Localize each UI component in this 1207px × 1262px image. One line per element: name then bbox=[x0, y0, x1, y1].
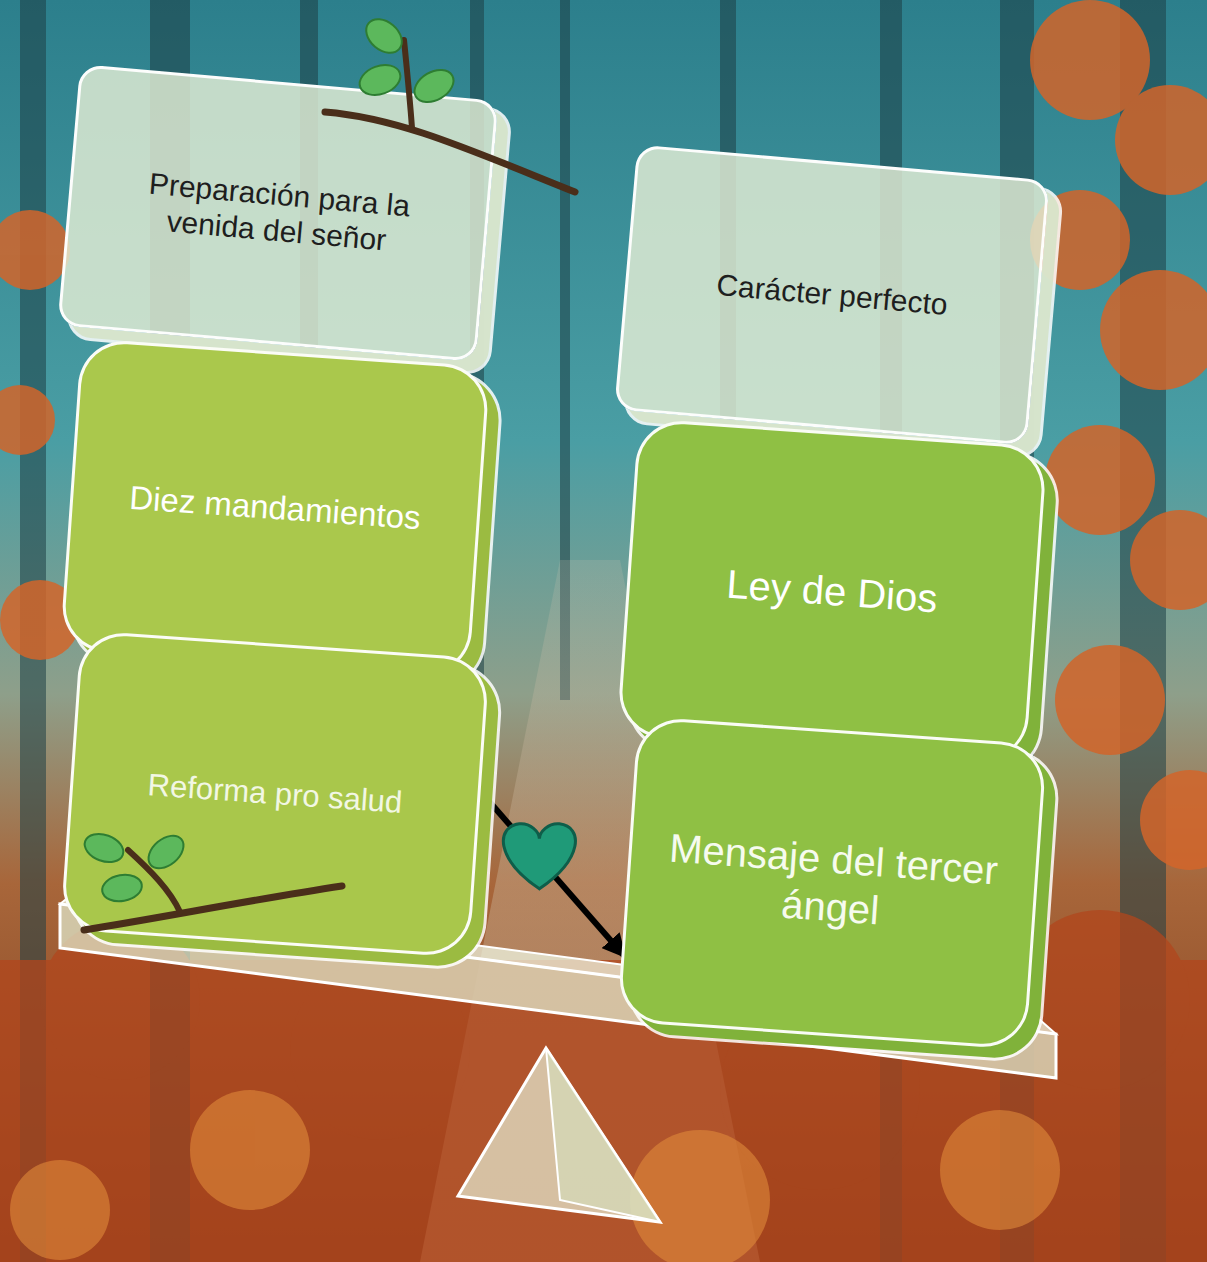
node-label: Carácter perfecto bbox=[715, 267, 949, 323]
twig-bottom bbox=[81, 829, 342, 930]
heading-box: Preparación para la venida del señor bbox=[57, 64, 498, 362]
node-label: Mensaje del tercer ángel bbox=[657, 823, 1007, 943]
green-box: Mensaje del tercer ángel bbox=[617, 716, 1047, 1050]
twig-top bbox=[325, 12, 575, 192]
green-box: Diez mandamientos bbox=[60, 338, 491, 678]
node-label: Ley de Dios bbox=[725, 560, 939, 623]
green-box: Reforma pro salud bbox=[60, 630, 490, 958]
node-label: Reforma pro salud bbox=[146, 767, 403, 822]
green-box: Ley de Dios bbox=[616, 418, 1047, 764]
scale-fulcrum-face bbox=[546, 1048, 660, 1222]
scale-fulcrum bbox=[458, 1048, 660, 1222]
heart-symbol bbox=[503, 824, 575, 889]
heading-box: Carácter perfecto bbox=[614, 144, 1050, 445]
node-label: Diez mandamientos bbox=[128, 478, 422, 538]
node-label: Preparación para la venida del señor bbox=[99, 162, 458, 265]
